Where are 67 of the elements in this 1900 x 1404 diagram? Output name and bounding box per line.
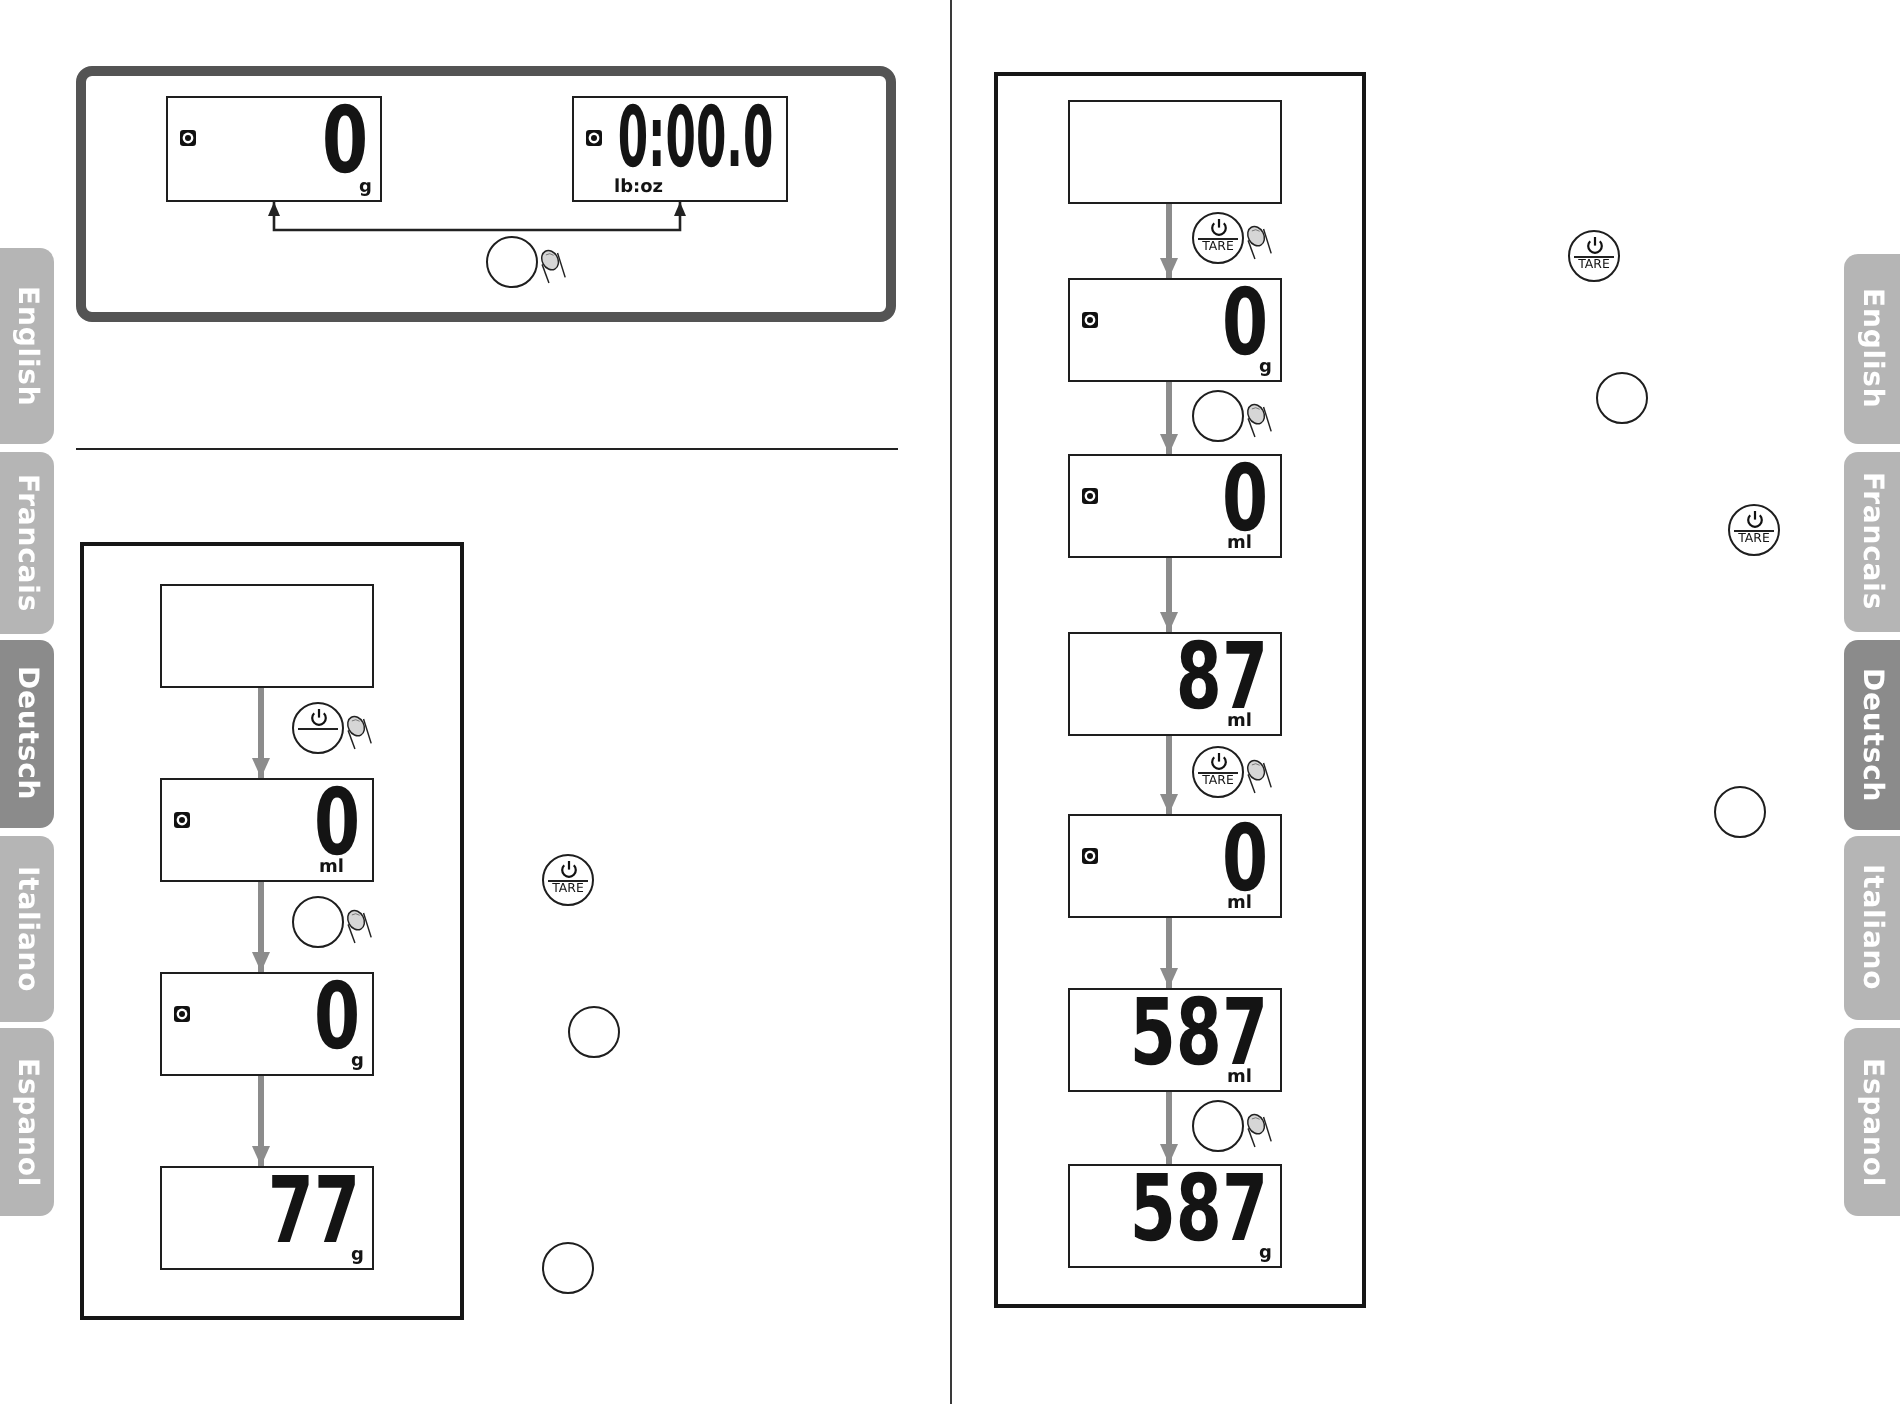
arrow [1160, 558, 1178, 632]
round-button [292, 896, 344, 948]
lcd-display [160, 972, 374, 1076]
language-tab: Espanol [1844, 1028, 1900, 1216]
display-reading: 0 [313, 786, 360, 860]
unit-label: g [351, 1246, 364, 1266]
language-tab: Francais [0, 452, 54, 634]
round-button [568, 1006, 620, 1058]
language-tab: Italiano [1844, 836, 1900, 1020]
unit-label: ml [1227, 712, 1252, 732]
unit-label: ml [1227, 534, 1252, 554]
display-reading: 587 [1129, 1172, 1268, 1246]
lcd-display [1068, 1164, 1282, 1268]
display-reading: 0 [321, 104, 368, 178]
lcd-display [1068, 454, 1282, 558]
arrow [1160, 918, 1178, 988]
lcd-display [1068, 632, 1282, 736]
round-button [542, 1242, 594, 1294]
language-tab: Espanol [0, 1028, 54, 1216]
display-reading: 587 [1129, 996, 1268, 1070]
lcd-display [1068, 100, 1282, 204]
display-reading: 0 [1221, 822, 1268, 896]
sequence-panel [994, 72, 1366, 1308]
arrow [252, 688, 270, 778]
lcd-display [160, 778, 374, 882]
illustration-panel [76, 66, 896, 322]
arrow [252, 1076, 270, 1166]
unit-label: g [1259, 1244, 1272, 1264]
round-button [1596, 372, 1648, 424]
display-reading: 0:00.0 [618, 104, 774, 172]
unit-label: lb:oz [614, 178, 664, 198]
power-button [292, 702, 344, 754]
display-reading: 0 [1221, 462, 1268, 536]
language-tab: Deutsch [0, 640, 54, 828]
arrow [1160, 1092, 1178, 1164]
display-reading: 77 [267, 1174, 360, 1248]
lcd-display [1068, 814, 1282, 918]
lcd-display [1068, 278, 1282, 382]
display-reading: 87 [1175, 640, 1268, 714]
arrow [252, 882, 270, 972]
language-tab: Francais [1844, 452, 1900, 632]
round-button [1714, 786, 1766, 838]
sequence-panel [80, 542, 464, 1320]
unit-label: g [351, 1052, 364, 1072]
language-tab: Deutsch [1844, 640, 1900, 830]
unit-label: ml [1227, 1068, 1252, 1088]
arrow [1160, 382, 1178, 454]
lcd-display [1068, 988, 1282, 1092]
language-tab: English [0, 248, 54, 444]
unit-label: g [359, 178, 372, 198]
arrow [1160, 204, 1178, 278]
arrow [1160, 736, 1178, 814]
round-button [486, 236, 538, 288]
lcd-display [166, 96, 382, 202]
unit-label: g [1259, 358, 1272, 378]
lcd-display [160, 584, 374, 688]
double-arrow [268, 202, 686, 232]
unit-label: ml [319, 858, 344, 878]
round-button [1192, 1100, 1244, 1152]
lcd-display [572, 96, 788, 202]
unit-label: ml [1227, 894, 1252, 914]
language-tab: English [1844, 254, 1900, 444]
display-reading: 0 [1221, 286, 1268, 360]
display-reading: 0 [313, 980, 360, 1054]
language-tab: Italiano [0, 836, 54, 1022]
lcd-display [160, 1166, 374, 1270]
round-button [1192, 390, 1244, 442]
